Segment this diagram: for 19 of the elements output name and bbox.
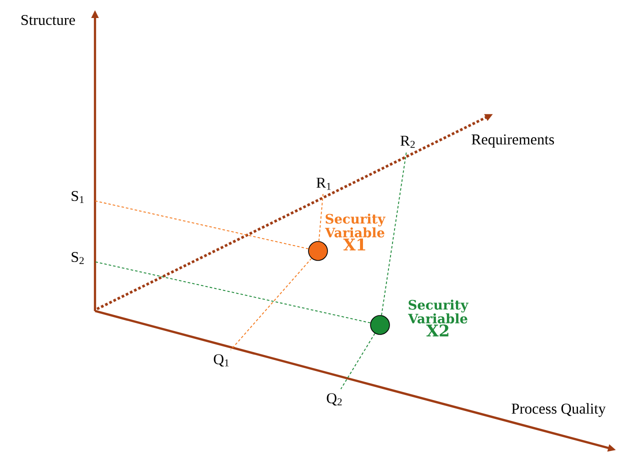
axis-label: Q$_{2}$ — [326, 393, 342, 406]
data-point — [370, 315, 390, 335]
projection-line — [230, 258, 312, 350]
data-point — [308, 241, 328, 261]
point-label: Security Variable X1 — [325, 214, 386, 250]
projection-line — [340, 333, 376, 390]
projection-line — [381, 152, 407, 316]
axis-label: R$_{2}$ — [400, 136, 415, 148]
axis-label: Q$_{1}$ — [214, 354, 229, 367]
axis-title: Structure — [22, 14, 75, 26]
axis-label: R$_{1}$ — [316, 178, 331, 190]
point-label: Security Variable X2 — [408, 300, 468, 336]
axis-label: S$_{2}$ — [72, 252, 84, 264]
projection-line — [94, 261, 371, 324]
axis-title: Requirements — [472, 134, 554, 148]
projection-line — [318, 194, 324, 242]
axis-title: Process Quality — [512, 403, 606, 417]
axis-label: S$_{1}$ — [72, 190, 84, 204]
projection-line — [94, 200, 309, 250]
